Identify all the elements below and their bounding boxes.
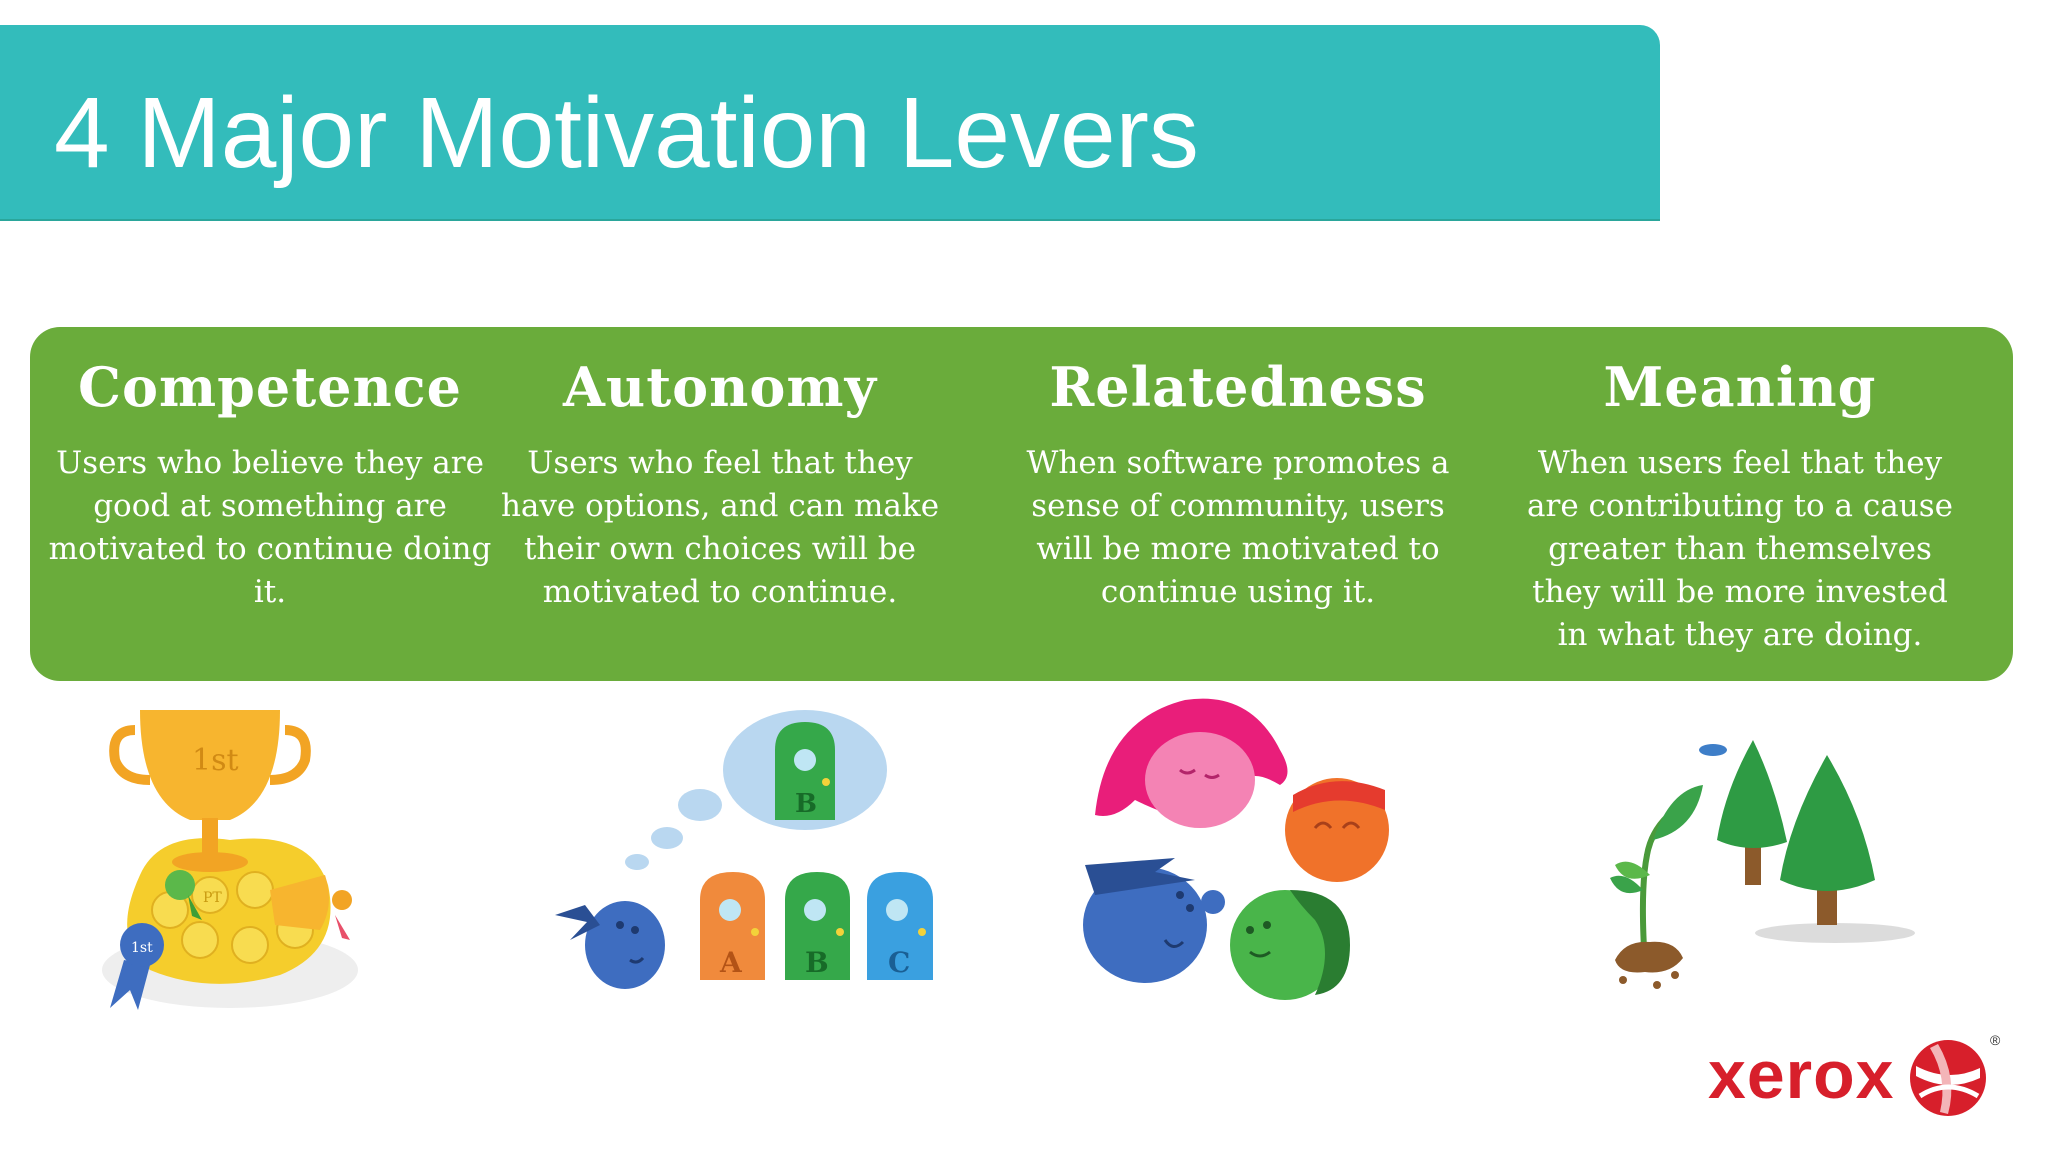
door-a: A [700,872,765,980]
pink-face [1145,732,1255,828]
trophy-handle-left [109,725,151,785]
orange-hair [1293,781,1385,812]
trophy-illustration: PT 1st 1st [102,710,358,1010]
blue-face [1083,867,1207,983]
bird-icon [1699,744,1727,756]
lever-text: Users who feel that they have options, a… [500,444,940,610]
lever-meaning: Meaning When users feel that they are co… [1500,355,1980,657]
sprout-leaf [1653,785,1703,840]
person-hair [555,905,600,940]
community-illustration [1083,698,1389,1000]
door-label: B [805,946,829,979]
lever-autonomy: Autonomy Users who feel that they have o… [480,355,960,614]
xerox-mark-icon [1910,1040,1986,1116]
ribbon-tails [110,960,150,1010]
door-label: C [888,946,910,979]
blue-hair [1085,858,1195,895]
xerox-logo: xerox ® [1700,1030,2000,1140]
tree-small [1717,740,1787,849]
soil-mound [1615,941,1683,973]
registered-mark: ® [1990,1032,2001,1048]
tree-large [1780,755,1875,891]
door-c: C [867,872,933,980]
lever-text: When users feel that they are contributi… [1527,444,1953,653]
slide-title: 4 Major Motivation Levers [54,77,1199,189]
blue-ribbon [120,923,164,967]
lever-text: Users who believe they are good at somet… [48,444,492,610]
title-bar: 4 Major Motivation Levers [0,25,1660,221]
lever-heading: Autonomy [563,355,877,419]
trees-illustration [1610,740,1915,989]
green-face [1230,890,1340,1000]
green-hair [1290,890,1350,995]
lever-relatedness: Relatedness When software promotes a sen… [998,355,1478,614]
person-head [585,901,665,989]
levers-panel: Competence Users who believe they are go… [30,327,2013,681]
lever-competence: Competence Users who believe they are go… [30,355,510,614]
thought-door-label: B [795,789,817,819]
door-label: A [719,946,743,979]
doors-illustration: B A B C [555,710,933,989]
trophy-handle-right [269,725,311,785]
door-b: B [785,872,850,980]
lever-heading: Meaning [1603,355,1877,419]
green-medal [165,870,195,900]
lever-heading: Competence [77,355,463,419]
logo-text: xerox [1708,1037,1895,1113]
small-trophy [270,875,329,930]
lever-heading: Relatedness [1049,355,1427,419]
coin-label: PT [203,890,222,906]
ribbon-label: 1st [131,940,153,956]
lever-text: When software promotes a sense of commun… [1026,444,1450,610]
trophy-label: 1st [192,743,239,778]
trophy-cup [140,710,280,820]
